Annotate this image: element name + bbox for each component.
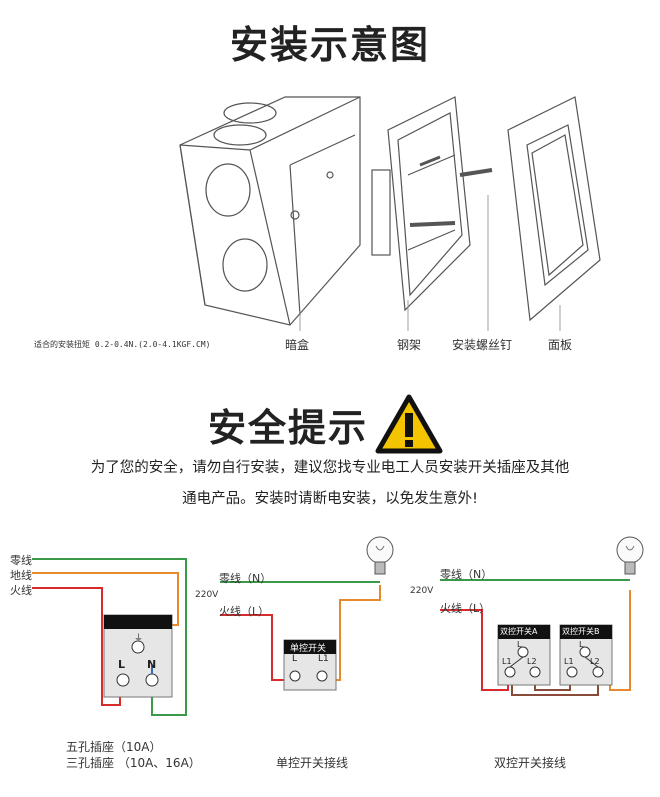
part-label-plate: 面板 <box>548 338 573 352</box>
double-live-label: 火线（L） <box>440 602 491 615</box>
torque-note: 适合的安装扭矩 0.2-0.4N.(2.0-4.1KGF.CM) <box>34 340 211 349</box>
single-switch-wiring <box>220 536 394 691</box>
double-caption: 双控开关接线 <box>494 756 567 770</box>
safety-line-1: 为了您的安全，请勿自行安装，建议您找专业电工人员安装开关插座及其他 <box>90 460 570 476</box>
socket-caption-1: 五孔插座（10A） <box>66 740 162 754</box>
steel-frame <box>371 96 471 312</box>
safety-header: 安全提示 <box>208 393 444 455</box>
single-term-L1: L1 <box>318 654 329 664</box>
install-illustration <box>179 96 601 331</box>
safety-title: 安全提示 <box>208 405 369 450</box>
socket-ground-label: 地线 <box>10 569 32 582</box>
single-caption: 单控开关接线 <box>276 756 349 770</box>
socket-term-N: N <box>147 658 157 671</box>
single-live-label: 火线（L） <box>219 605 270 618</box>
part-label-screws: 安装螺丝钉 <box>452 338 513 352</box>
double-voltage: 220V <box>410 586 434 596</box>
part-label-box: 暗盒 <box>285 338 310 352</box>
switch-b-term-L: L <box>579 640 584 649</box>
single-voltage: 220V <box>195 590 219 600</box>
warning-icon <box>375 394 443 454</box>
lightbulb-icon <box>366 536 394 575</box>
switch-a-term-L1: L1 <box>502 657 512 666</box>
switch-a-term-L: L <box>517 640 522 649</box>
socket-term-L: L <box>118 658 126 671</box>
safety-line-2: 通电产品。安装时请断电安装，以免发生意外! <box>182 491 478 507</box>
junction-box <box>179 96 361 326</box>
double-switch-wiring <box>440 536 644 696</box>
double-zero-label: 零线（N） <box>440 568 493 581</box>
switch-b-term-L2: L2 <box>590 657 600 666</box>
single-zero-label: 零线（N） <box>219 572 272 585</box>
socket-caption-2: 三孔插座 （10A、16A） <box>66 756 201 770</box>
single-switch-title: 单控开关 <box>290 644 327 654</box>
switch-b-term-L1: L1 <box>564 657 574 666</box>
socket-zero-label: 零线 <box>10 554 32 567</box>
mounting-screws <box>409 168 493 227</box>
install-title: 安装示意图 <box>229 23 430 67</box>
lightbulb-icon-2 <box>616 536 644 575</box>
switch-a-term-L2: L2 <box>527 657 537 666</box>
single-term-L: L <box>292 654 298 664</box>
switch-b-title: 双控开关B <box>562 627 600 636</box>
ground-icon: ⏚ <box>134 634 144 644</box>
part-label-frame: 钢架 <box>397 338 422 352</box>
socket-live-label: 火线 <box>10 584 32 597</box>
face-plate <box>507 96 601 322</box>
switch-a-title: 双控开关A <box>500 627 538 636</box>
socket-wiring <box>32 558 187 716</box>
